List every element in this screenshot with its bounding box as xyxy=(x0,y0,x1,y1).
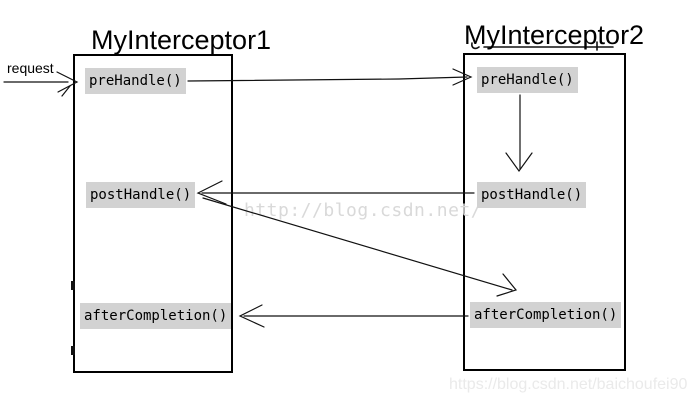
interceptor1-box xyxy=(73,54,233,373)
arrow-prehandle2-to-posthandle2 xyxy=(505,94,533,173)
interceptor1-posthandle-label: postHandle() xyxy=(86,182,196,208)
request-label: request xyxy=(7,60,54,76)
interceptor2-aftercompletion-label: afterCompletion() xyxy=(470,302,622,328)
interceptor2-posthandle-label: postHandle() xyxy=(477,182,587,208)
interceptor2-title: MyInterceptor2 xyxy=(464,20,645,50)
interceptor2-box xyxy=(463,53,626,371)
watermark-center: http://blog.csdn.net/ xyxy=(244,200,483,221)
arrow-request-to-prehandle1 xyxy=(3,71,79,97)
arrow-posthandle2-to-posthandle1 xyxy=(196,180,475,205)
interceptor1-aftercompletion-label: afterCompletion() xyxy=(80,303,232,329)
box1-edge-tick-marks xyxy=(71,281,75,355)
interceptor1-title: MyInterceptor1 xyxy=(91,25,272,55)
arrow-posthandle1-to-aftercompletion2 xyxy=(202,197,518,297)
interceptor2-prehandle-label: preHandle() xyxy=(477,67,578,93)
title2-clipped-text-artifact xyxy=(471,41,614,51)
watermark-bottom: https://blog.csdn.net/baichoufei90 xyxy=(449,376,688,393)
interceptor1-prehandle-label: preHandle() xyxy=(85,68,186,94)
arrow-aftercompletion2-to-aftercompletion1 xyxy=(238,304,469,328)
arrow-prehandle1-to-prehandle2 xyxy=(187,68,473,86)
